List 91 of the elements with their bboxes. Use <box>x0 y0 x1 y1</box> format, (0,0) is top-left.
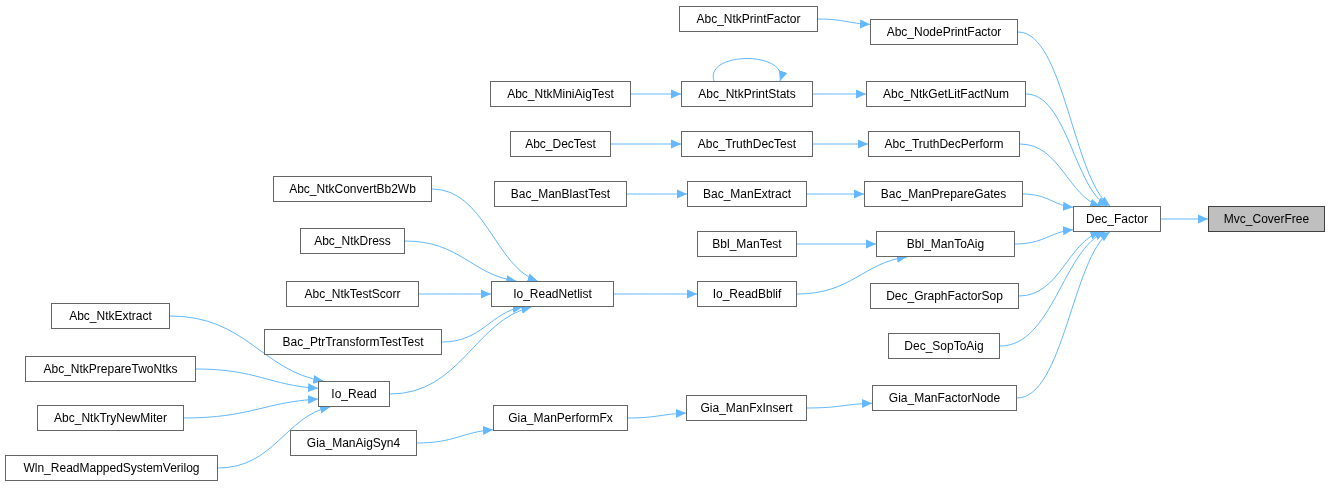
arrow <box>610 139 682 149</box>
function-name: Bac_ManPrepareGates <box>880 187 1007 201</box>
arrow <box>431 188 539 282</box>
function-box <box>870 19 1018 45</box>
arrow <box>1019 143 1101 207</box>
function-name: Abc_TruthDecPerform <box>884 137 1004 151</box>
arrow <box>630 89 682 99</box>
function-box <box>264 329 442 355</box>
function-name: Bac_ManBlastTest <box>510 187 611 201</box>
function-name: Gia_ManAigSyn4 <box>306 436 401 450</box>
function-name: Wln_ReadMappedSystemVerilog <box>23 461 200 475</box>
function-name: Abc_NtkExtract <box>69 309 152 323</box>
function-name: Abc_NtkPrepareTwoNtks <box>43 362 178 376</box>
function-name: Mvc_CoverFree <box>1223 212 1310 226</box>
function-box <box>491 281 614 307</box>
function-name: Abc_NtkPrintFactor <box>696 12 801 26</box>
function-box <box>679 6 818 32</box>
function-box <box>876 231 1015 257</box>
function-box <box>51 303 170 329</box>
function-box <box>494 181 627 207</box>
function-box <box>697 231 797 257</box>
function-name: Bbl_ManToAig <box>906 237 985 251</box>
arrow <box>217 405 331 469</box>
function-name: Abc_NtkPrintStats <box>698 87 796 101</box>
function-box <box>870 283 1019 309</box>
arrow <box>1017 31 1111 207</box>
arrow <box>806 189 865 199</box>
function-name: Abc_NodePrintFactor <box>886 25 1002 39</box>
function-box <box>5 455 218 481</box>
arrow <box>169 315 324 384</box>
function-name: Io_Read <box>331 387 377 401</box>
function-name: Abc_NtkDress <box>314 234 391 248</box>
function-box <box>490 81 631 107</box>
function-name: Abc_NtkMiniAigTest <box>507 87 614 101</box>
arrow <box>796 239 877 249</box>
function-box <box>872 385 1017 411</box>
function-box <box>687 181 807 207</box>
function-box <box>510 131 611 157</box>
function-box <box>273 176 432 202</box>
function-name: Bac_PtrTransformTestTest <box>282 335 424 349</box>
arrow <box>418 289 492 299</box>
function-name: Gia_ManFactorNode <box>888 391 1001 405</box>
arrow <box>1016 231 1111 399</box>
function-name: Dec_Factor <box>1086 212 1148 226</box>
arrow <box>195 368 319 392</box>
function-box <box>1073 206 1161 232</box>
function-box <box>697 281 797 307</box>
arrow <box>812 139 869 149</box>
function-name: Io_ReadBblif <box>712 287 782 301</box>
function-name: Gia_ManPerformFx <box>508 411 613 425</box>
function-name: Dec_SopToAig <box>904 339 984 353</box>
arrow <box>1014 226 1074 245</box>
arrow <box>812 89 867 99</box>
arrow <box>613 289 698 299</box>
function-box <box>318 381 390 407</box>
arrow <box>416 426 494 444</box>
arrow <box>817 18 871 29</box>
function-name: Abc_TruthDecTest <box>697 137 797 151</box>
arrow <box>806 399 873 409</box>
function-name: Bac_ManExtract <box>702 187 791 201</box>
arrow <box>1022 193 1074 211</box>
function-name: Io_ReadNetlist <box>513 287 592 301</box>
function-box <box>864 181 1023 207</box>
function-name: Dec_GraphFactorSop <box>886 289 1003 303</box>
function-box <box>681 81 813 107</box>
function-box <box>493 405 628 431</box>
function-name: Abc_NtkTestScorr <box>304 287 401 301</box>
function-name: Abc_DecTest <box>525 137 596 151</box>
function-box <box>25 356 196 382</box>
function-name: Abc_NtkConvertBb2Wb <box>289 182 416 196</box>
function-box <box>300 228 405 254</box>
arrow <box>1160 214 1209 224</box>
function-box <box>868 131 1020 157</box>
function-box <box>681 131 813 157</box>
function-name: Abc_NtkTryNewMiter <box>54 411 167 425</box>
arrow <box>999 231 1106 347</box>
function-box <box>866 81 1026 107</box>
function-name: Bbl_ManTest <box>712 237 782 251</box>
arrow <box>712 58 786 82</box>
function-box <box>290 430 417 456</box>
highlighted-function-box <box>1208 206 1325 232</box>
function-name: Gia_ManFxInsert <box>700 401 793 415</box>
function-box <box>286 281 419 307</box>
arrow <box>183 395 319 419</box>
function-box <box>37 405 184 431</box>
function-box <box>686 395 807 421</box>
arrow <box>626 189 688 199</box>
function-name: Abc_NtkGetLitFactNum <box>882 87 1009 101</box>
arrow <box>389 305 532 395</box>
arrow <box>627 409 687 419</box>
function-box <box>888 333 1000 359</box>
